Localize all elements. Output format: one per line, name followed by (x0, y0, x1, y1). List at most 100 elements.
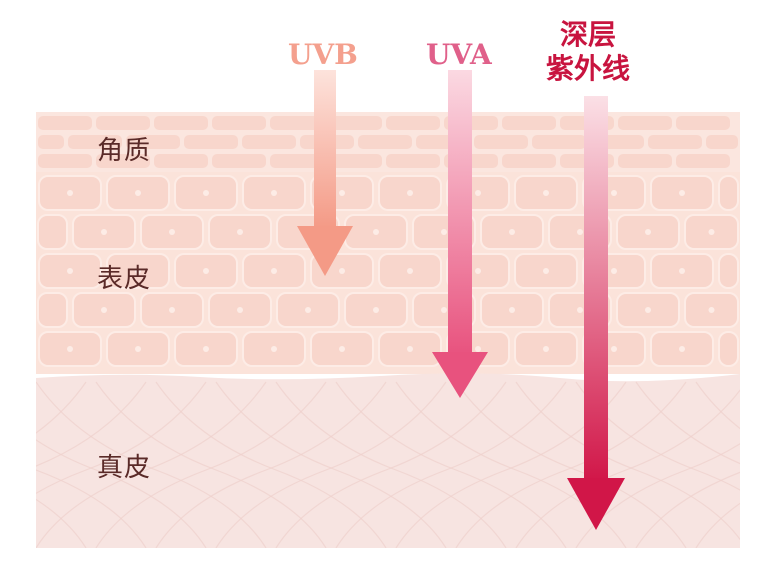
cell-nucleus (169, 229, 175, 235)
corneum-cell (270, 116, 324, 130)
cell-nucleus (339, 190, 345, 196)
dermis-fiber (95, 381, 327, 548)
dermis-fiber (36, 381, 147, 467)
corneum-cell (242, 135, 296, 149)
dermis-fiber (695, 502, 740, 548)
dermis-fiber (36, 381, 87, 434)
corneum-cell (532, 135, 586, 149)
corneum-cell (270, 154, 324, 168)
dermis-fiber (635, 471, 740, 548)
dermis-fiber (155, 381, 387, 548)
epidermis-cell (37, 214, 68, 250)
corneum-cell (38, 154, 92, 168)
dermis-fiber (275, 381, 507, 548)
dermis-fiber (756, 382, 779, 548)
corneum-cell (96, 154, 150, 168)
deep-uv-label-line-2: 紫外线 (546, 52, 631, 85)
epidermis-cell (718, 253, 739, 289)
cell-nucleus (679, 190, 685, 196)
corneum-cell (212, 154, 266, 168)
dermis-fiber (335, 381, 567, 548)
cell-nucleus (135, 190, 141, 196)
dermis-fiber (0, 382, 26, 548)
dermis-fiber (36, 439, 207, 548)
corneum-cell (618, 154, 672, 168)
dermis-fiber (215, 381, 447, 548)
cell-nucleus (373, 307, 379, 313)
corneum-cell (386, 116, 440, 130)
cell-nucleus (237, 307, 243, 313)
cell-nucleus (67, 190, 73, 196)
dermis-fiber (635, 381, 740, 465)
uvb-label: UVB (288, 38, 358, 71)
dermis-fiber (695, 381, 740, 430)
uva-arrow (432, 70, 488, 398)
cell-nucleus (407, 268, 413, 274)
dermis-fiber (275, 381, 507, 548)
dermis-fiber (515, 381, 740, 541)
corneum-cell (676, 154, 730, 168)
deep-uv-label: 深层 紫外线 (546, 18, 630, 86)
corneum-cell (386, 154, 440, 168)
corneum-cell (648, 135, 702, 149)
corneum-cell (154, 116, 208, 130)
cell-nucleus (237, 229, 243, 235)
stratum-corneum-label: 角质 (97, 136, 152, 166)
cell-nucleus (679, 346, 685, 352)
dermis-fiber (756, 382, 779, 548)
dermis-fiber (215, 381, 447, 548)
cell-nucleus (373, 229, 379, 235)
cell-nucleus (407, 190, 413, 196)
uva-label: UVA (426, 38, 492, 71)
cell-nucleus (543, 190, 549, 196)
cell-nucleus (67, 346, 73, 352)
cell-nucleus (203, 346, 209, 352)
cell-nucleus (441, 307, 447, 313)
dermis-fiber-texture (0, 381, 779, 548)
cell-nucleus (441, 229, 447, 235)
cell-nucleus (101, 307, 107, 313)
cell-nucleus (339, 346, 345, 352)
cell-nucleus (679, 268, 685, 274)
epidermis-cell (37, 292, 68, 328)
dermis-fiber (36, 498, 87, 548)
dermis-layer (36, 373, 740, 548)
cell-nucleus (305, 307, 311, 313)
dermis-fiber (36, 381, 207, 495)
corneum-cell (68, 135, 122, 149)
cell-nucleus (271, 268, 277, 274)
cell-nucleus (135, 268, 141, 274)
corneum-cell (706, 135, 738, 149)
corneum-cell (154, 154, 208, 168)
cell-nucleus (708, 229, 715, 235)
corneum-cell (502, 116, 556, 130)
cell-nucleus (577, 229, 583, 235)
cell-nucleus (169, 307, 175, 313)
cell-nucleus (577, 307, 583, 313)
epidermis-cell (718, 175, 739, 211)
cell-nucleus (101, 229, 107, 235)
cell-nucleus (543, 268, 549, 274)
cell-nucleus (407, 346, 413, 352)
cell-nucleus (611, 190, 617, 196)
dermis-fiber (515, 389, 740, 548)
deep-uv-arrow (567, 96, 625, 530)
cell-nucleus (203, 268, 209, 274)
dermis-fiber (36, 381, 267, 548)
cell-nucleus (645, 229, 651, 235)
cell-nucleus (475, 346, 481, 352)
dermis-fiber (95, 381, 327, 548)
dermis-fiber (155, 381, 387, 548)
corneum-cell (328, 116, 382, 130)
cell-nucleus (271, 346, 277, 352)
dermis-fiber (335, 381, 567, 548)
cell-nucleus (67, 268, 73, 274)
corneum-cell (184, 135, 238, 149)
dermis-fiber (0, 382, 26, 548)
corneum-cell (474, 135, 528, 149)
cell-nucleus (509, 229, 515, 235)
corneum-cell (676, 116, 730, 130)
cell-nucleus (203, 190, 209, 196)
cell-nucleus (645, 307, 651, 313)
dermis-label: 真皮 (97, 453, 152, 483)
